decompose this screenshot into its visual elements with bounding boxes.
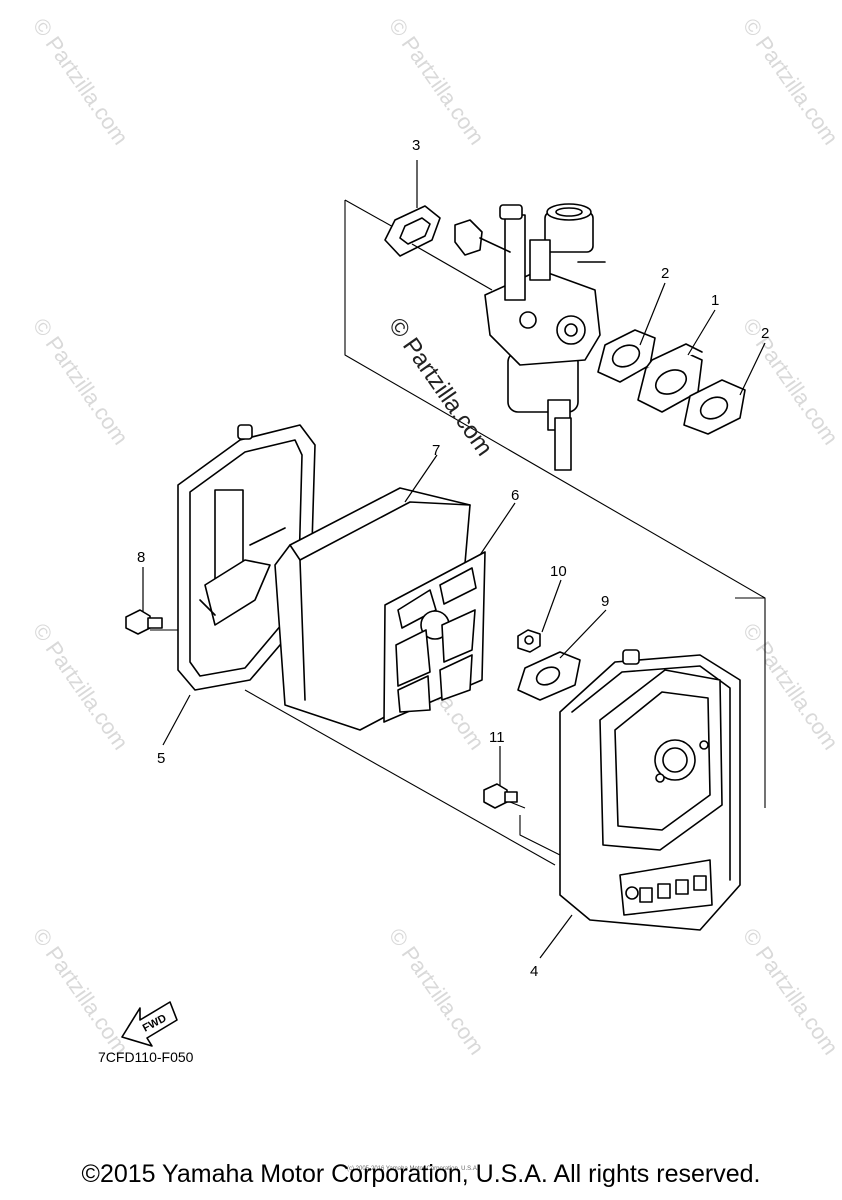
callout-6: 6 [511,487,519,504]
watermark: © Partzilla.com [738,619,842,755]
watermark: © Partzilla.com [28,14,134,150]
leader-lines [142,160,766,959]
filter-screen-6 [383,551,486,723]
callout-2-left: 2 [661,265,669,282]
callout-3: 3 [412,137,420,154]
watermark: © Partzilla.com [738,924,842,1060]
callouts: 3 2 1 2 7 6 8 10 9 11 5 4 [137,137,769,980]
callout-1: 1 [711,292,719,309]
watermark: © Partzilla.com [28,924,134,1060]
callout-7: 7 [432,442,440,459]
bolt-8 [125,609,163,635]
assembly-outline [150,199,766,866]
gasket-9 [517,651,581,701]
callout-5: 5 [157,750,165,767]
nut-10 [517,629,541,653]
callout-4: 4 [530,963,538,980]
gasket-3 [384,205,493,291]
watermark: © Partzilla.com [384,14,490,150]
watermark: © Partzilla.com [384,924,490,1060]
watermark: © Partzilla.com [738,14,842,150]
copyright-notice: ©2015 Yamaha Motor Corporation, U.S.A. A… [81,1160,761,1188]
callout-10: 10 [550,563,567,580]
fwd-arrow: FWD [121,1001,178,1047]
callout-11: 11 [489,729,505,746]
callout-9: 9 [601,593,609,610]
diagram-code: 7CFD110-F050 [98,1049,194,1065]
watermark: © Partzilla.com [28,314,134,450]
watermark: © Partzilla.com [28,619,134,755]
gasket-2-right [683,379,746,435]
watermark: © Partzilla.com [738,314,842,450]
muffler-4 [559,649,741,931]
carburetor [454,203,606,471]
insulator-1 [637,343,703,413]
callout-2-right: 2 [761,325,769,342]
small-copyright: (c) 2005-2016 Yamaha Motor Corporation, … [347,1166,479,1172]
callout-8: 8 [137,549,145,566]
bolt-11 [483,783,518,809]
